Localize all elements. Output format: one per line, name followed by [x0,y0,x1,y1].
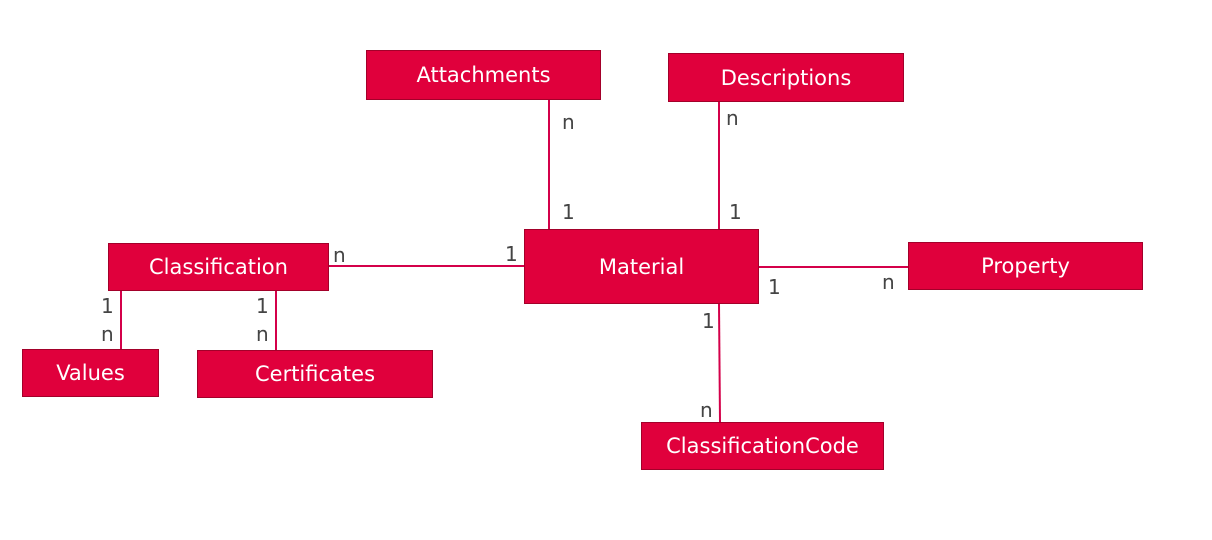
cardinality-classificationcode-n: n [700,398,713,422]
connector-material-classificationcode [718,303,721,423]
cardinality-descriptions-1: 1 [729,200,742,224]
entity-material[interactable]: Material [524,229,759,304]
cardinality-values-1: 1 [101,294,114,318]
cardinality-certificates-1: 1 [256,294,269,318]
entity-values[interactable]: Values [22,349,159,397]
cardinality-certificates-n: n [256,322,269,346]
entity-classificationcode[interactable]: ClassificationCode [641,422,884,470]
cardinality-values-n: n [101,322,114,346]
cardinality-classificationcode-1: 1 [702,309,715,333]
cardinality-attachments-1: 1 [562,200,575,224]
entity-classification[interactable]: Classification [108,243,329,291]
entity-attachments[interactable]: Attachments [366,50,601,100]
cardinality-classification-1: 1 [505,242,518,266]
cardinality-property-n: n [882,270,895,294]
cardinality-attachments-n: n [562,110,575,134]
entity-certificates[interactable]: Certificates [197,350,433,398]
cardinality-property-1: 1 [768,275,781,299]
entity-descriptions[interactable]: Descriptions [668,53,904,102]
cardinality-descriptions-n: n [726,106,739,130]
cardinality-classification-n: n [333,243,346,267]
entity-property[interactable]: Property [908,242,1143,290]
